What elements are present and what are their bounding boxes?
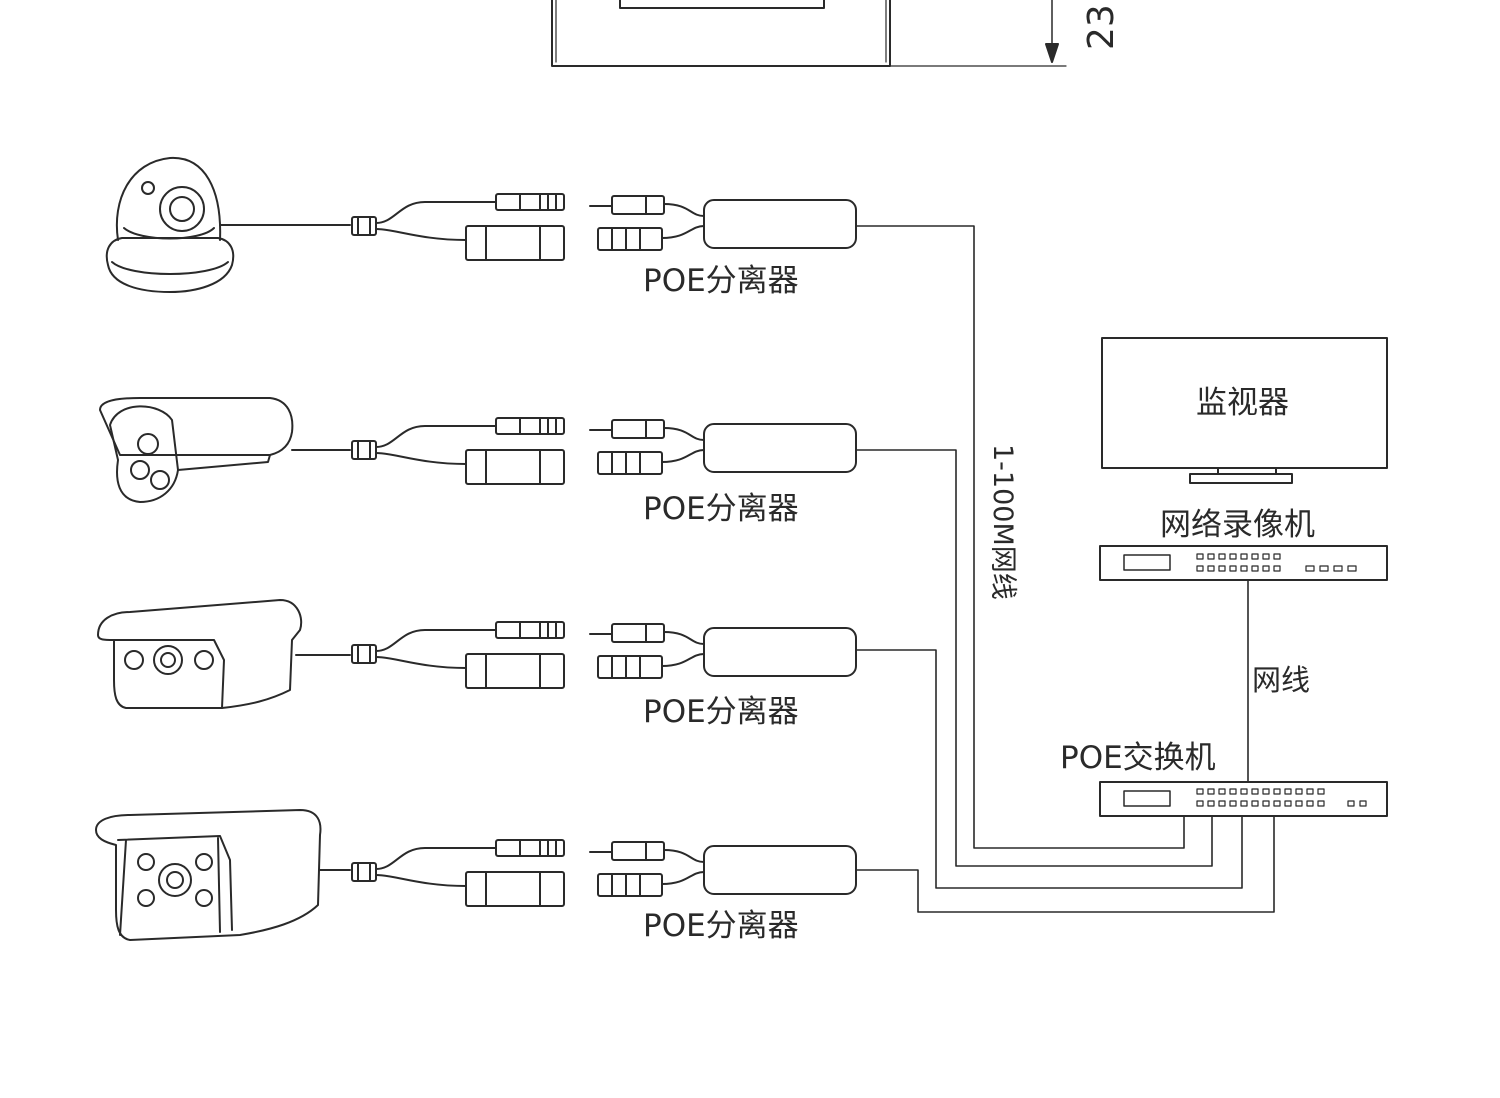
link-label: 网线: [1252, 663, 1311, 697]
splitter-label-1: POE分离器: [643, 263, 799, 299]
poe-switch-icon: [1100, 782, 1387, 816]
switch-label: POE交换机: [1060, 740, 1216, 776]
nvr-device-icon: [1100, 546, 1387, 580]
connector-row-1: [351, 193, 857, 261]
bullet-camera-icon: [98, 600, 350, 708]
ethernet-cables: [856, 226, 1274, 912]
connector-row-2: [351, 417, 857, 485]
connector-row-4: [351, 839, 857, 907]
monitor-label: 监视器: [1196, 385, 1289, 421]
splitter-label-3: POE分离器: [643, 694, 799, 730]
dome-camera-icon: [107, 158, 350, 292]
splitter-label-2: POE分离器: [643, 491, 799, 527]
monitor-icon: [1102, 338, 1387, 483]
connector-row-3: [351, 621, 857, 689]
cable-label: 1-100M网线: [987, 444, 1018, 600]
bullet-camera-icon: [100, 398, 350, 502]
box-camera-icon: [96, 810, 350, 940]
splitter-label-4: POE分离器: [643, 908, 799, 944]
dimension-label: 23: [1081, 4, 1122, 50]
nvr-label: 网络录像机: [1160, 507, 1315, 543]
dimension-drawing: [552, 0, 1066, 66]
